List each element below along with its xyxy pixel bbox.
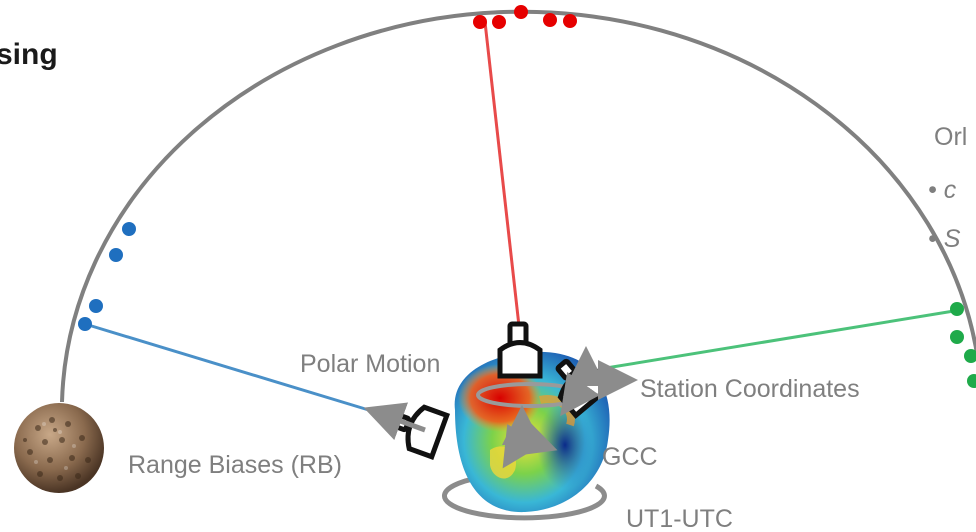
polar-motion-label: Polar Motion xyxy=(300,350,440,378)
moon-icon xyxy=(14,403,104,493)
left-points xyxy=(78,222,136,331)
right-laser-link xyxy=(599,308,961,371)
left-laser-link xyxy=(84,322,373,413)
top-antenna-icon xyxy=(497,321,543,379)
right-heading-fragment: Orl xyxy=(934,123,967,151)
station-axes-icon xyxy=(560,346,638,417)
station-coordinates-label: Station Coordinates xyxy=(640,375,860,403)
title-fragment: sing xyxy=(0,38,58,71)
right-points xyxy=(950,302,976,388)
gcc-label: GCC xyxy=(602,443,658,471)
orbit-arc xyxy=(60,9,976,403)
ut1-utc-label: UT1-UTC xyxy=(626,505,733,532)
right-bullet-1-fragment: • c xyxy=(928,176,957,204)
range-biases-label: Range Biases (RB) xyxy=(128,451,342,479)
top-points xyxy=(473,5,577,29)
top-laser-link xyxy=(483,21,521,327)
range-bias-arrow-icon xyxy=(363,402,426,441)
right-bullet-2-fragment: • S xyxy=(928,225,961,253)
gcc-axes-icon xyxy=(502,405,558,469)
